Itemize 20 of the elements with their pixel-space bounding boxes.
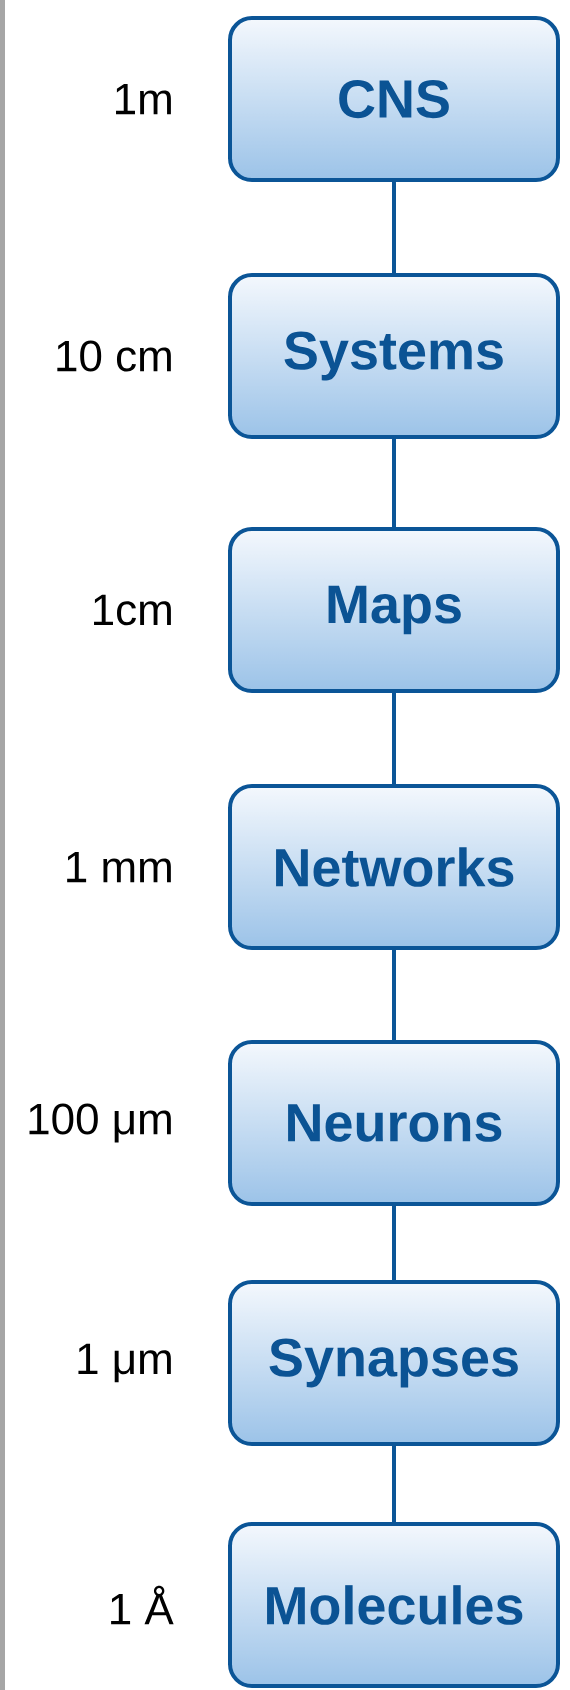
scale-label: 1 μm <box>78 1343 171 1383</box>
scale-label: 1 mm <box>67 851 171 883</box>
process-box: Synapses <box>228 1280 560 1446</box>
connector-line <box>392 1446 396 1522</box>
process-box: CNS <box>228 16 560 182</box>
connector-line <box>392 950 396 1040</box>
process-box: Neurons <box>228 1040 560 1206</box>
scale-label: 1cm <box>94 594 171 626</box>
scale-label: 1m <box>116 83 171 115</box>
connector-line <box>392 693 396 784</box>
connector-line <box>392 182 396 273</box>
connector-line <box>392 439 396 527</box>
scale-label: 100 μm <box>29 1103 171 1143</box>
connector-line <box>392 1206 396 1280</box>
process-box: Molecules <box>228 1522 560 1688</box>
scale-label: 10 cm <box>57 340 171 372</box>
process-box: Systems <box>228 273 560 439</box>
process-box: Maps <box>228 527 560 693</box>
process-box: Networks <box>228 784 560 950</box>
scale-label: 1 Å <box>111 1585 174 1625</box>
